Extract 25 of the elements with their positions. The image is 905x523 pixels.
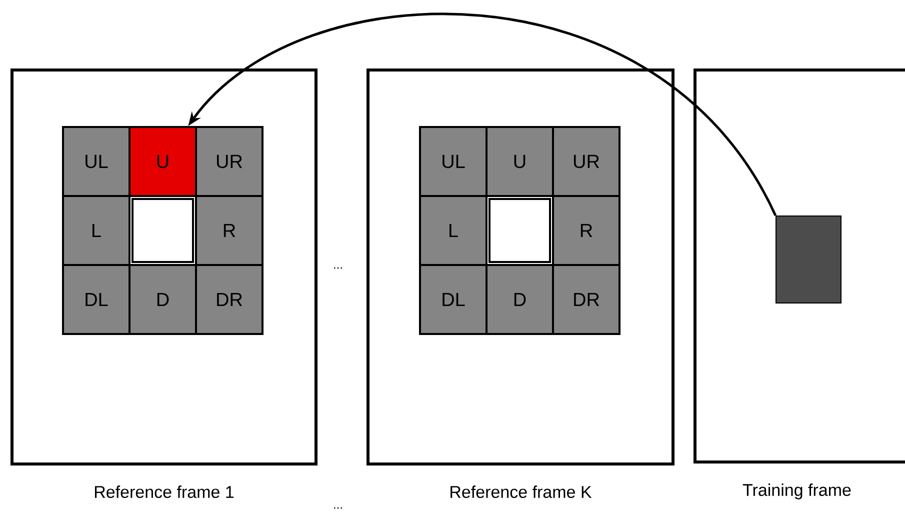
- ellipsis: ...: [334, 507, 342, 509]
- block-cell: UR: [552, 126, 620, 197]
- block-cell: R: [195, 195, 264, 266]
- block-cell: R: [552, 195, 620, 266]
- block-cell: DL: [419, 264, 488, 335]
- block-cell: DL: [62, 264, 130, 335]
- block-cell: D: [486, 264, 554, 335]
- block-cell: L: [419, 195, 488, 266]
- block-cell: U: [486, 126, 554, 197]
- node-label: Reference frame K: [450, 486, 592, 498]
- block-cell: UL: [419, 126, 488, 197]
- block: [776, 216, 842, 304]
- block-cell: U: [128, 126, 197, 197]
- frame-box: Training frame: [694, 68, 905, 500]
- node-label: Reference frame 1: [95, 486, 234, 498]
- block-cell: D: [128, 264, 197, 335]
- block-cell: UR: [195, 126, 264, 197]
- empty-cell: [132, 198, 194, 263]
- empty-cell: [488, 198, 551, 263]
- block-cell: UL: [62, 126, 130, 197]
- ellipsis: ...: [334, 267, 342, 269]
- block-cell: DR: [552, 264, 620, 335]
- node-label: Training frame: [742, 484, 851, 500]
- block-cell: L: [62, 195, 130, 266]
- block-cell: DR: [195, 264, 264, 335]
